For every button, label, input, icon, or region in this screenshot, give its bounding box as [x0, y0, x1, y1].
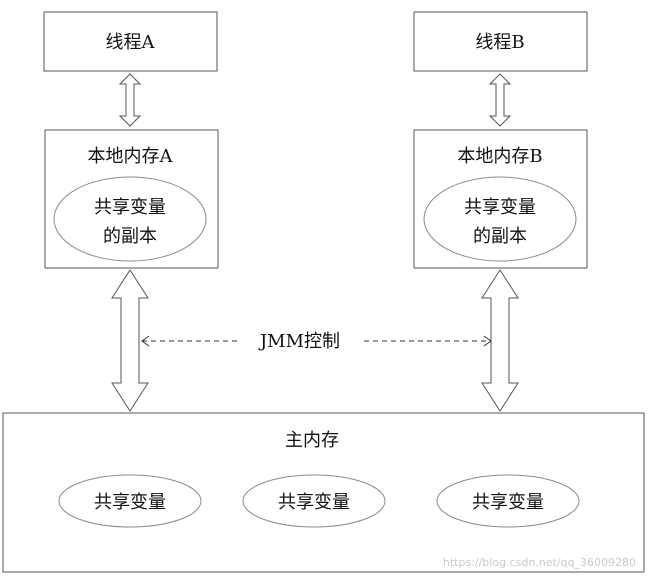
local-memory-b-box: 本地内存B 共享变量 的副本 — [413, 129, 588, 269]
shared-variable-1 — [58, 474, 202, 528]
jmm-control-arrow-left — [141, 335, 238, 347]
shared-variable-3-label: 共享变量 — [472, 492, 544, 513]
main-memory-box: 主内存 共享变量 共享变量 共享变量 — [2, 412, 645, 573]
local-memory-b-label: 本地内存B — [457, 146, 542, 167]
jmm-control-arrow-right — [364, 335, 492, 347]
shared-variable-copy-a-line2: 的副本 — [103, 226, 157, 247]
thread-b-box: 线程B — [413, 11, 588, 72]
shared-variable-copy-a-line1: 共享变量 — [94, 197, 166, 218]
local-b-main-memory-arrow — [481, 269, 519, 412]
local-a-main-memory-arrow — [111, 269, 149, 412]
thread-a-label: 线程A — [106, 32, 156, 53]
thread-a-sync-arrow — [118, 73, 142, 127]
main-memory-label: 主内存 — [285, 430, 339, 451]
thread-a-box: 线程A — [43, 11, 218, 72]
local-memory-a-label: 本地内存A — [88, 146, 174, 167]
thread-b-label: 线程B — [475, 32, 524, 53]
shared-variable-copy-b — [423, 176, 577, 262]
watermark-text: https://blog.csdn.net/qq_36009280 — [443, 556, 636, 569]
shared-variable-copy-b-line2: 的副本 — [473, 226, 527, 247]
shared-variable-2 — [242, 474, 386, 528]
thread-b-sync-arrow — [488, 73, 512, 127]
shared-variable-copy-b-line1: 共享变量 — [464, 197, 536, 218]
shared-variable-copy-a — [53, 176, 207, 262]
shared-variable-2-label: 共享变量 — [278, 492, 350, 513]
local-memory-a-box: 本地内存A 共享变量 的副本 — [44, 129, 219, 269]
jmm-control-label: JMM控制 — [258, 331, 340, 352]
shared-variable-1-label: 共享变量 — [94, 492, 166, 513]
shared-variable-3 — [436, 474, 580, 528]
